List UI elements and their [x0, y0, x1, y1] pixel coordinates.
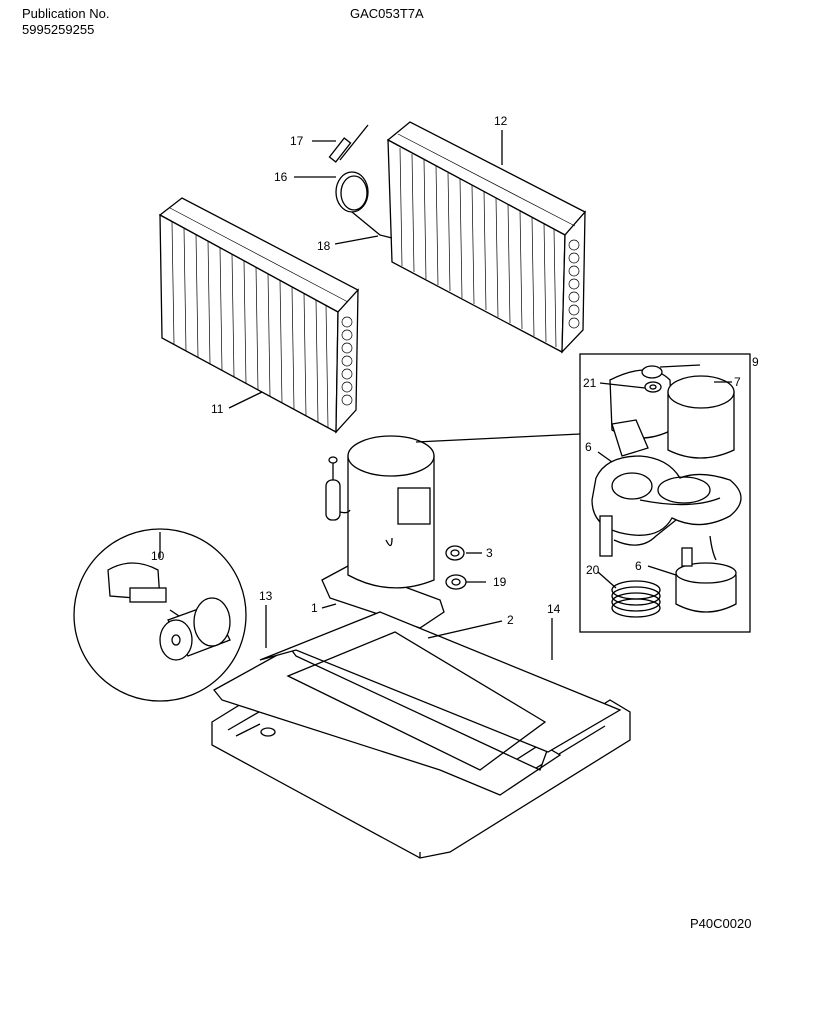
callout-9: 9	[752, 355, 759, 369]
callout-7: 7	[734, 375, 741, 389]
base-pan-13-14	[211, 611, 631, 859]
publication-number: 5995259255	[22, 22, 95, 37]
callout-14: 14	[547, 602, 561, 616]
condenser-coil-12	[386, 121, 587, 354]
compressor-1	[321, 435, 445, 629]
evaporator-coil-11	[158, 197, 360, 434]
callout-16: 16	[274, 170, 288, 184]
callout-10: 10	[151, 549, 165, 563]
callout-labels: 17 16 18 12 11 9 21 7 6 20 6 3 19 1 2 13…	[151, 114, 759, 627]
publication-label: Publication No.	[22, 6, 110, 21]
callout-12: 12	[494, 114, 508, 128]
callout-6-upper: 6	[585, 440, 592, 454]
callout-18: 18	[317, 239, 331, 253]
drawing-code: P40C0020	[690, 916, 752, 931]
callout-2: 2	[507, 613, 514, 627]
capillary-assembly	[328, 124, 393, 239]
terminal-detail-box	[579, 353, 751, 633]
callout-19: 19	[493, 575, 507, 589]
callout-13: 13	[259, 589, 273, 603]
callout-3: 3	[486, 546, 493, 560]
washer-19	[445, 574, 467, 590]
model-number: GAC053T7A	[350, 6, 424, 21]
callout-21: 21	[583, 376, 597, 390]
grommet-3	[445, 545, 465, 561]
leader-lines	[159, 130, 732, 660]
callout-17: 17	[290, 134, 304, 148]
callout-11: 11	[211, 402, 224, 416]
callout-20: 20	[586, 563, 600, 577]
callout-1: 1	[311, 601, 318, 615]
callout-6-lower: 6	[635, 559, 642, 573]
overload-detail-10	[73, 528, 247, 702]
